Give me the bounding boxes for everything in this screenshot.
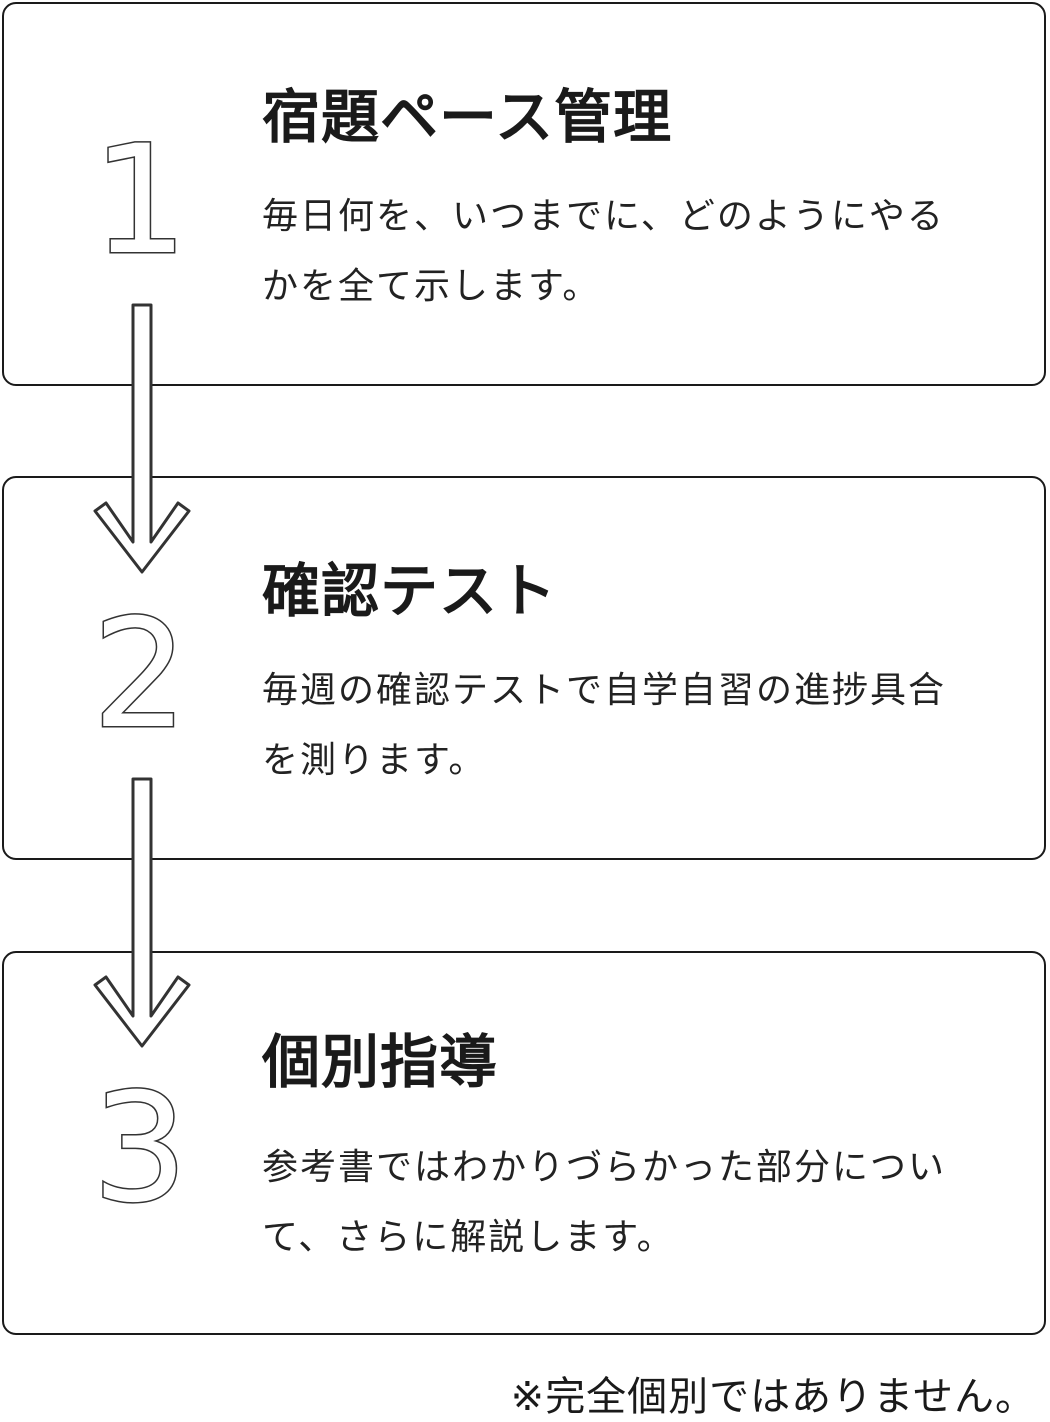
step-card-2: 確認テスト 毎週の確認テストで自学自習の進捗具合を測ります。: [2, 476, 1046, 860]
step-description: 毎日何を、いつまでに、どのようにやるかを全て示します。: [262, 196, 945, 307]
step-card-1: 宿題ペース管理 毎日何を、いつまでに、どのようにやるかを全て示します。: [2, 2, 1046, 386]
step-card-3: 個別指導 参考書ではわかりづらかった部分について、さらに解説します。: [2, 951, 1046, 1335]
footnote: ※完全個別ではありません。: [510, 1374, 1036, 1420]
step-title: 個別指導: [262, 1028, 499, 1096]
step-title: 宿題ペース管理: [262, 83, 673, 151]
step-description: 毎週の確認テストで自学自習の進捗具合を測ります。: [262, 670, 947, 781]
step-title: 確認テスト: [262, 557, 558, 625]
step-description: 参考書ではわかりづらかった部分について、さらに解説します。: [262, 1147, 947, 1258]
